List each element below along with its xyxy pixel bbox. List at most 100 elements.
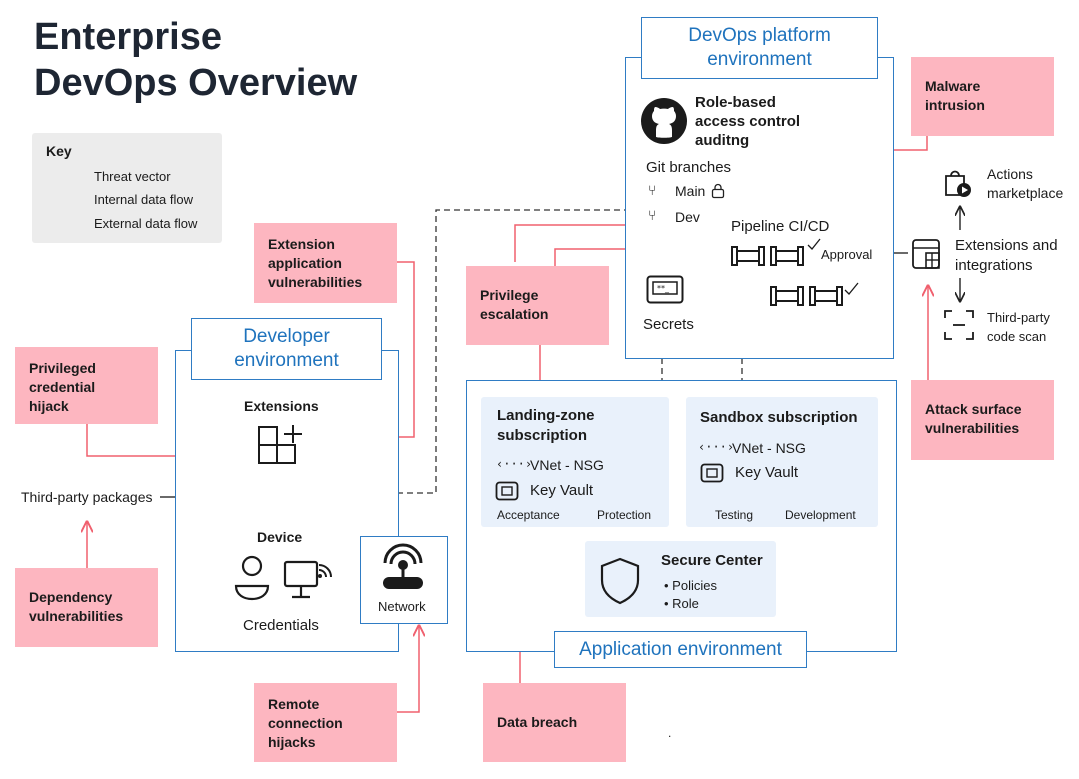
rbac-line-1: Role-based <box>695 94 776 111</box>
sandbox-title: Sandbox subscription <box>700 409 858 426</box>
code-scan-label: Third-party code scan <box>987 308 1050 346</box>
third-party-packages-label: Third-party packages <box>21 489 153 505</box>
github-icon <box>641 98 687 144</box>
network-label: Network <box>378 599 426 614</box>
devops-platform-label: DevOps platform environment <box>641 17 878 79</box>
sandbox-subscription <box>686 397 878 527</box>
scan-line-1: Third-party <box>987 310 1050 325</box>
devops-label-line-1: DevOps platform <box>688 25 831 46</box>
legend-title: Key <box>46 143 72 159</box>
developer-label-line-2: environment <box>234 350 339 371</box>
extension-line-2: application <box>268 255 342 271</box>
landing-title-line-2: subscription <box>497 427 588 444</box>
developer-label-line-1: Developer <box>243 326 330 347</box>
attack-surface-line-2: vulnerabilities <box>925 420 1020 436</box>
scan-line-2: code scan <box>987 329 1047 344</box>
role-label: Role <box>672 596 699 611</box>
rbac-line-3: auditng <box>695 132 750 149</box>
privileged-line-2: credential <box>29 379 96 395</box>
footnote-dot: . <box>668 726 672 740</box>
remote-line-3: hijacks <box>268 734 316 750</box>
rbac-line-2: access control <box>695 113 801 130</box>
computer-icon <box>283 560 332 599</box>
lock-icon <box>711 183 725 199</box>
dependency-line-1: Dependency <box>29 589 113 605</box>
dependency-line-2: vulnerabilities <box>29 608 124 624</box>
vnet-icon-sandbox: ‹···› <box>698 440 735 454</box>
tag-protection: Protection <box>597 508 652 522</box>
threat-remote-connection-hijacks: Remote connection hijacks <box>254 683 397 762</box>
extension-line-3: vulnerabilities <box>268 274 363 290</box>
secrets-icon: **_ <box>646 275 684 304</box>
sandbox-key-vault: Key Vault <box>735 464 799 481</box>
threat-malware-intrusion: Malware intrusion <box>911 57 1054 136</box>
extensions-line-1: Extensions and <box>955 237 1058 254</box>
network-icon <box>383 543 423 589</box>
title-line-2: DevOps Overview <box>34 62 358 104</box>
landing-vnet: VNet - NSG <box>530 457 604 473</box>
tag-development: Development <box>785 508 856 522</box>
escalation-line-2: escalation <box>480 306 549 322</box>
code-scan-icon <box>944 310 974 340</box>
actions-marketplace-icon <box>945 170 971 197</box>
landing-zone-title: Landing-zone subscription <box>497 406 595 446</box>
vnet-icon-landing: ‹···› <box>496 457 533 471</box>
secure-center-title: Secure Center <box>661 552 763 569</box>
remote-line-1: Remote <box>268 696 320 712</box>
branch-main: Main <box>675 183 706 199</box>
malware-line-1: Malware <box>925 78 981 94</box>
secure-center <box>585 541 776 617</box>
extensions-integrations-label: Extensions and integrations <box>955 236 1058 276</box>
data-breach-line-1: Data breach <box>497 714 578 730</box>
legend-threat-vector: Threat vector <box>94 169 171 184</box>
attack-surface-line-1: Attack surface <box>925 401 1022 417</box>
actions-line-2: marketplace <box>987 185 1064 201</box>
legend-box <box>32 133 222 243</box>
credentials-label: Credentials <box>243 617 319 634</box>
pipeline-label: Pipeline CI/CD <box>731 218 830 235</box>
secure-item-role: • Role <box>664 596 699 611</box>
threat-dependency-vulnerabilities: Dependency vulnerabilities <box>15 568 158 647</box>
sandbox-vnet: VNet - NSG <box>732 440 806 456</box>
remote-line-2: connection <box>268 715 343 731</box>
escalation-line-1: Privilege <box>480 287 539 303</box>
landing-key-vault: Key Vault <box>530 482 594 499</box>
shield-icon <box>600 557 640 605</box>
actions-line-1: Actions <box>987 166 1033 182</box>
approval-label: Approval <box>821 247 873 262</box>
extensions-line-2: integrations <box>955 257 1033 274</box>
landing-title-line-1: Landing-zone <box>497 407 595 424</box>
developer-environment-label: Developer environment <box>191 318 382 380</box>
malware-line-2: intrusion <box>925 97 985 113</box>
device-label: Device <box>257 529 303 545</box>
legend-external-flow: External data flow <box>94 216 198 231</box>
landing-zone-subscription <box>481 397 669 527</box>
policies-label: Policies <box>672 578 717 593</box>
key-vault-icon-landing <box>495 481 519 501</box>
title-line-1: Enterprise <box>34 16 222 58</box>
extensions-icon <box>258 425 302 464</box>
extensions-label: Extensions <box>244 398 319 414</box>
user-icon <box>234 555 270 601</box>
application-environment-label: Application environment <box>554 631 807 668</box>
threat-data-breach: Data breach <box>483 683 626 762</box>
secure-center-items: • Policies • Role <box>664 577 717 613</box>
page-title: Enterprise DevOps Overview <box>34 14 357 106</box>
threat-attack-surface-vulnerabilities: Attack surface vulnerabilities <box>911 380 1054 460</box>
branch-dev: Dev <box>675 209 700 225</box>
privileged-line-3: hijack <box>29 398 69 414</box>
privileged-line-1: Privileged <box>29 360 96 376</box>
threat-extension-vulnerabilities: Extension application vulnerabilities <box>254 223 397 303</box>
tag-acceptance: Acceptance <box>497 508 560 522</box>
actions-marketplace-label: Actions marketplace <box>987 165 1063 203</box>
secure-item-policies: • Policies <box>664 578 717 593</box>
git-branches-label: Git branches <box>646 159 732 176</box>
extensions-integrations-icon <box>912 239 940 269</box>
pipeline-icon <box>731 238 859 306</box>
rbac-label: Role-based access control auditng <box>695 93 800 150</box>
branch-icon-dev: ⑂ <box>648 207 657 223</box>
branch-icon-main: ⑂ <box>648 182 657 198</box>
threat-privileged-credential-hijack: Privileged credential hijack <box>15 347 158 424</box>
threat-privilege-escalation: Privilege escalation <box>466 266 609 345</box>
devops-label-line-2: environment <box>707 49 812 70</box>
